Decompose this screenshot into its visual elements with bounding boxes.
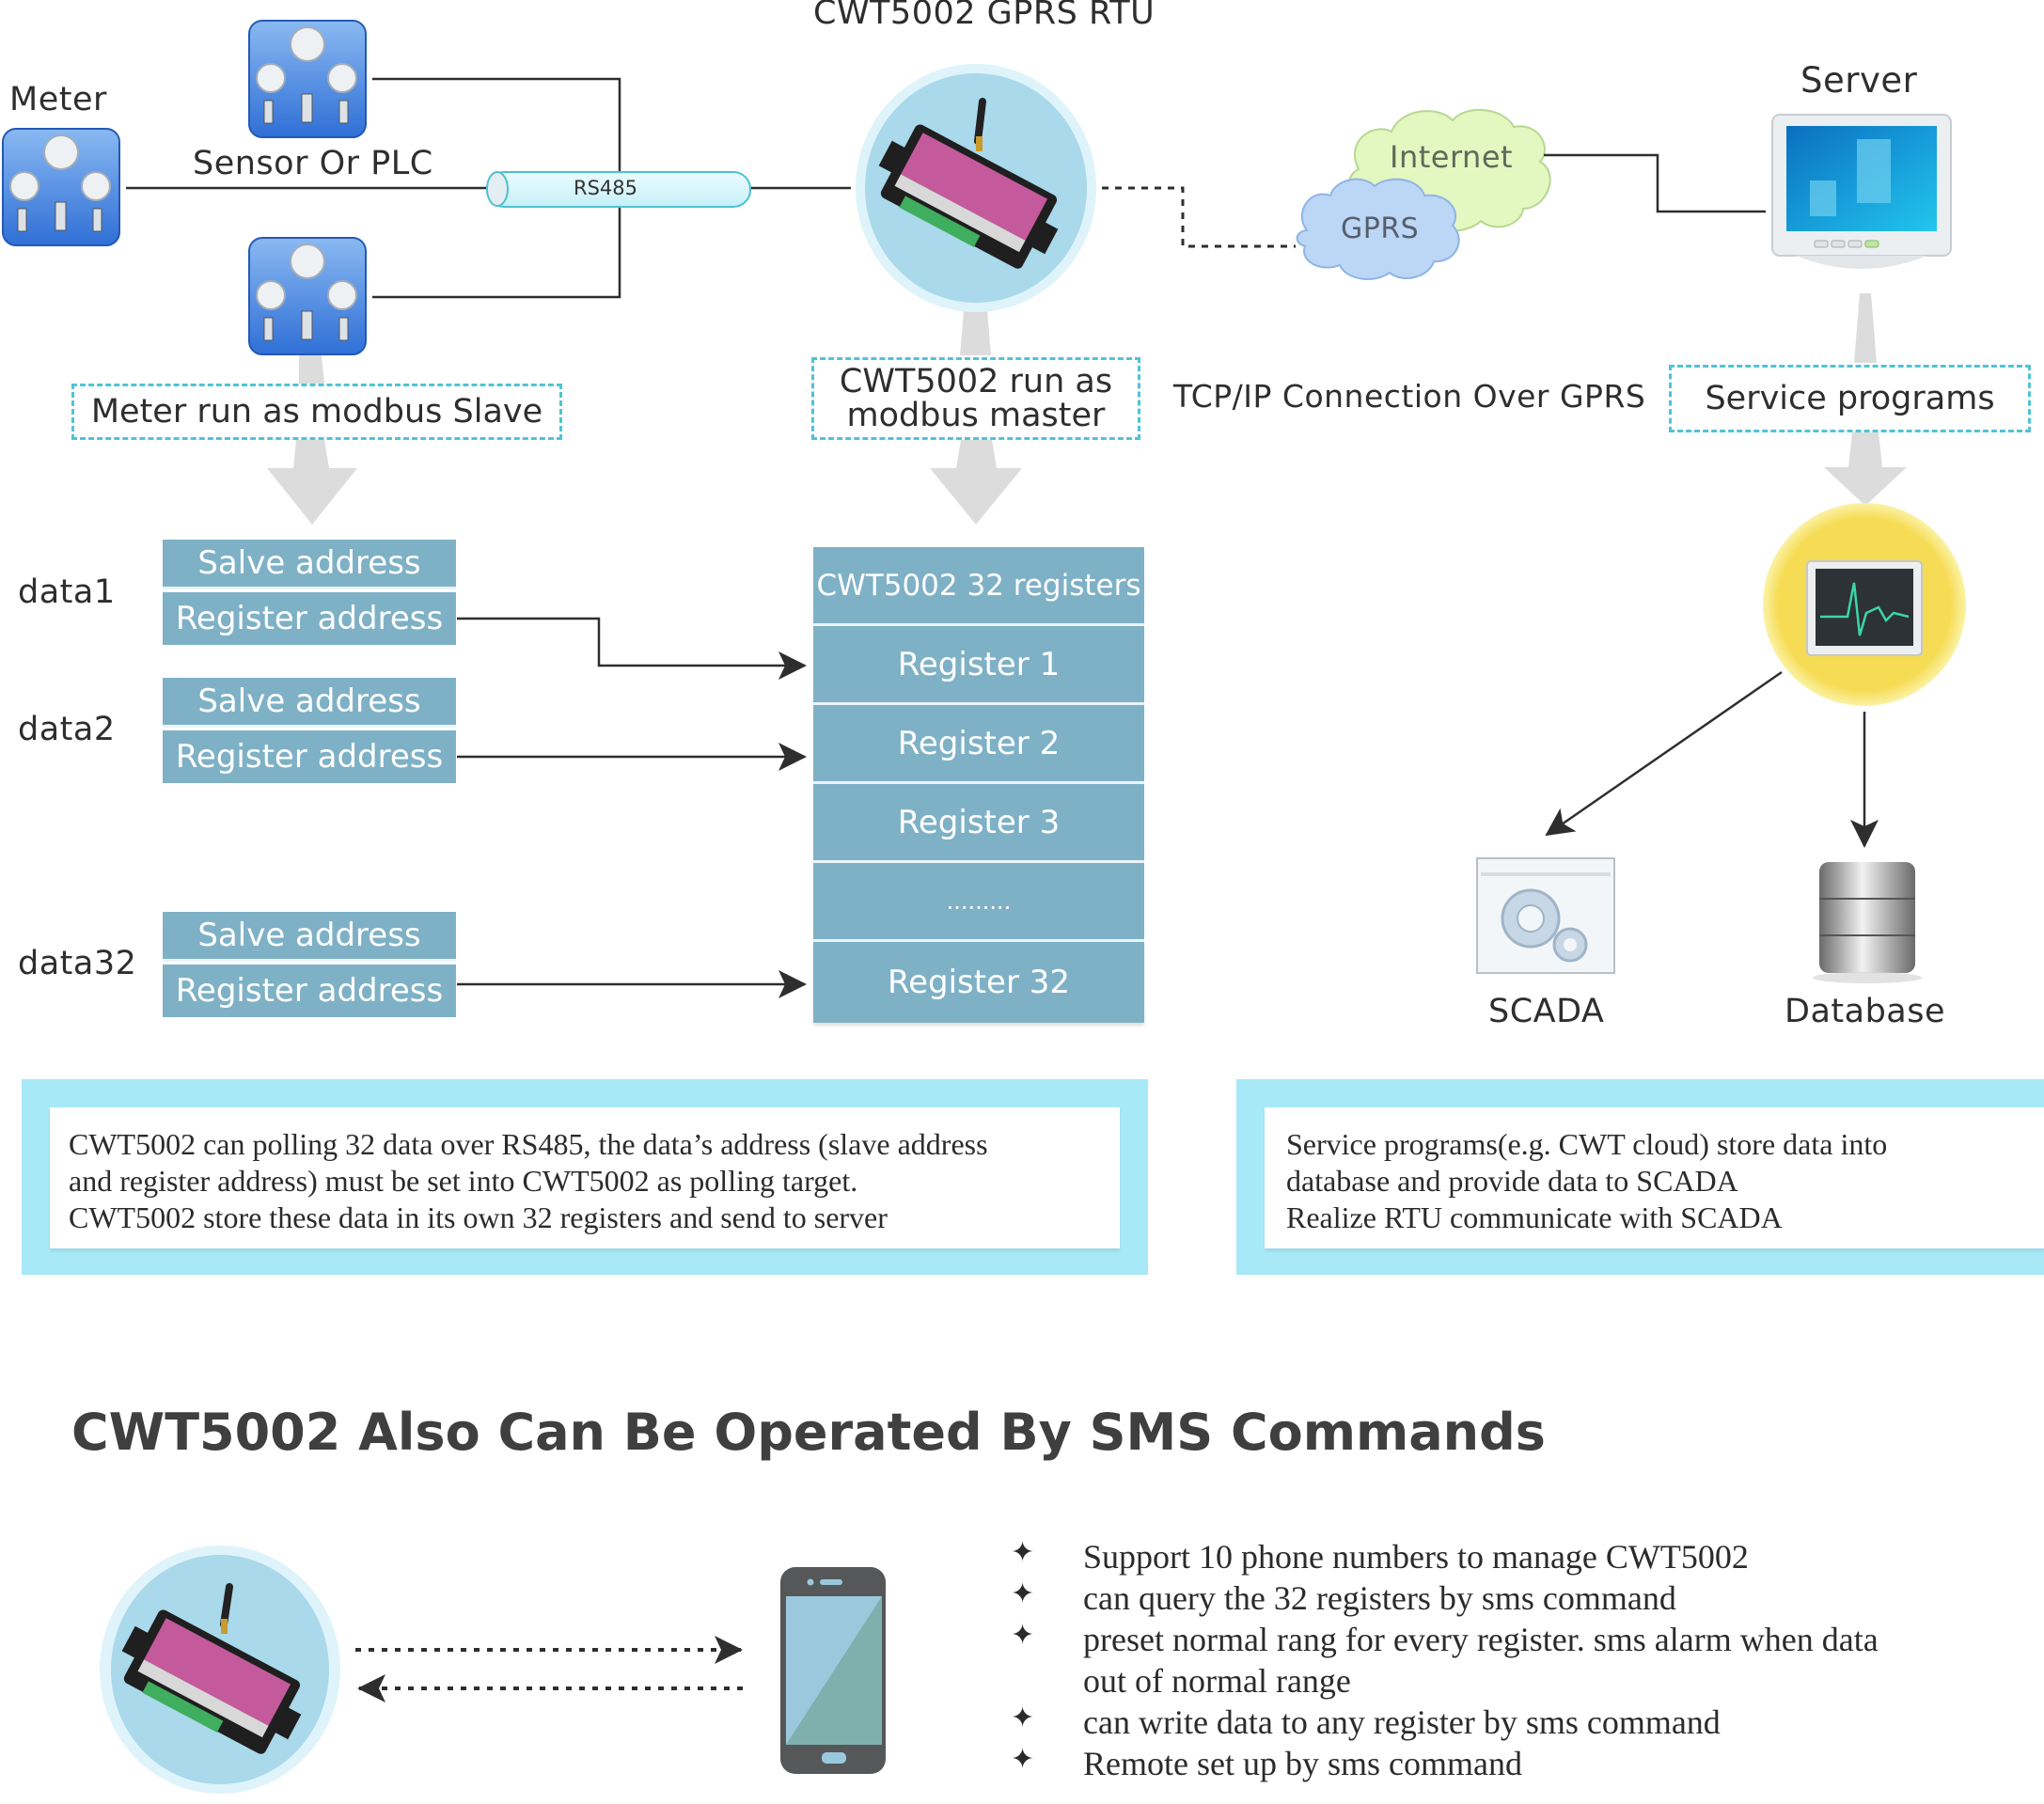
register-address-cell: Register address bbox=[163, 592, 456, 645]
register-row: Register 3 bbox=[813, 784, 1144, 863]
gprs-label: GPRS bbox=[1341, 212, 1420, 245]
callout-rtu-master-line1: CWT5002 run as bbox=[839, 363, 1113, 400]
phone-icon bbox=[780, 1567, 886, 1774]
callout-rtu-master: CWT5002 run as modbus master bbox=[811, 357, 1140, 440]
meter-icon-sensor bbox=[248, 20, 367, 138]
gprs-link-dotted bbox=[1102, 186, 1296, 248]
info-right-text: Service programs(e.g. CWT cloud) store d… bbox=[1286, 1126, 1887, 1236]
sms-bullet-text: can query the 32 registers by sms comman… bbox=[1083, 1579, 1676, 1617]
bullet-star-icon: ✦ bbox=[1011, 1702, 1035, 1733]
callout-meter-slave-text: Meter run as modbus Slave bbox=[90, 393, 543, 431]
slave-address-cell: Salve address bbox=[163, 912, 456, 962]
tcp-ip-label: TCP/IP Connection Over GPRS bbox=[1173, 378, 1646, 415]
scada-label: SCADA bbox=[1488, 993, 1605, 1030]
info-left-line: and register address) must be set into C… bbox=[69, 1164, 858, 1198]
callout-meter-slave: Meter run as modbus Slave bbox=[71, 384, 562, 440]
activity-monitor-icon bbox=[1763, 503, 1966, 706]
register-arrows bbox=[457, 617, 807, 998]
meter-icon-main bbox=[2, 128, 120, 246]
callout-service-programs-text: Service programs bbox=[1705, 380, 1995, 417]
internet-label: Internet bbox=[1390, 139, 1514, 175]
register-address-cell: Register address bbox=[163, 965, 456, 1017]
register-address-cell: Register address bbox=[163, 730, 456, 783]
flow-arrow-server bbox=[1824, 293, 1907, 506]
slave-address-cell: Salve address bbox=[163, 678, 456, 728]
gprs-cloud-icon bbox=[1296, 178, 1460, 280]
arrow-to-scada bbox=[1545, 670, 1783, 837]
info-right-line: Realize RTU communicate with SCADA bbox=[1286, 1200, 1783, 1234]
scada-icon bbox=[1476, 857, 1615, 974]
data-group-label: data2 bbox=[18, 711, 116, 748]
database-icon bbox=[1813, 862, 1922, 983]
info-left-text: CWT5002 can polling 32 data over RS485, … bbox=[69, 1126, 988, 1236]
rtu-device-icon bbox=[856, 64, 1096, 312]
meter-label: Meter bbox=[9, 81, 107, 118]
info-left-line: CWT5002 store these data in its own 32 r… bbox=[69, 1200, 888, 1234]
bullet-star-icon: ✦ bbox=[1011, 1744, 1035, 1775]
sms-rtu-device-icon bbox=[100, 1545, 340, 1794]
flow-arrow-meter bbox=[267, 355, 357, 525]
flow-arrow-rtu bbox=[930, 310, 1022, 525]
slave-address-cell: Salve address bbox=[163, 540, 456, 589]
info-right-line: Service programs(e.g. CWT cloud) store d… bbox=[1286, 1127, 1888, 1161]
register-row: Register 2 bbox=[813, 705, 1144, 784]
registers-header: CWT5002 32 registers bbox=[813, 547, 1144, 626]
sms-bullet-text: can write data to any register by sms co… bbox=[1083, 1703, 1721, 1741]
info-left-line: CWT5002 can polling 32 data over RS485, … bbox=[69, 1127, 988, 1161]
callout-service-programs: Service programs bbox=[1669, 365, 2031, 432]
meter-icon-lower bbox=[248, 237, 367, 355]
sms-bullet-text: Support 10 phone numbers to manage CWT50… bbox=[1083, 1538, 1749, 1576]
database-label: Database bbox=[1785, 993, 1946, 1030]
register-row: Register 1 bbox=[813, 626, 1144, 705]
data-group-label: data32 bbox=[18, 945, 137, 982]
info-right-line: database and provide data to SCADA bbox=[1286, 1164, 1738, 1198]
rs485-label: RS485 bbox=[574, 177, 638, 199]
bullet-star-icon: ✦ bbox=[1011, 1537, 1035, 1568]
register-row: Register 32 bbox=[813, 942, 1144, 1023]
bullet-star-icon: ✦ bbox=[1011, 1620, 1035, 1651]
sensor-label: Sensor Or PLC bbox=[193, 145, 433, 182]
sms-bullet-text: preset normal rang for every register. s… bbox=[1083, 1621, 1879, 1658]
data-group-label: data1 bbox=[18, 573, 116, 611]
sms-bullet-text: out of normal range bbox=[1083, 1662, 1351, 1700]
callout-rtu-master-line2: modbus master bbox=[846, 397, 1106, 434]
server-link bbox=[1544, 153, 1766, 213]
sms-bullet-text: Remote set up by sms command bbox=[1083, 1745, 1522, 1782]
server-label: Server bbox=[1800, 60, 1918, 101]
rs485-tube bbox=[486, 171, 751, 208]
info-box-right-inner bbox=[1265, 1107, 2044, 1248]
info-box-left-inner bbox=[50, 1107, 1120, 1248]
bullet-star-icon: ✦ bbox=[1011, 1578, 1035, 1609]
register-row: ......... bbox=[813, 863, 1144, 942]
sms-heading: CWT5002 Also Can Be Operated By SMS Comm… bbox=[71, 1403, 1546, 1462]
rtu-title: CWT5002 GPRS RTU bbox=[813, 0, 1156, 32]
server-icon bbox=[1771, 114, 1952, 269]
